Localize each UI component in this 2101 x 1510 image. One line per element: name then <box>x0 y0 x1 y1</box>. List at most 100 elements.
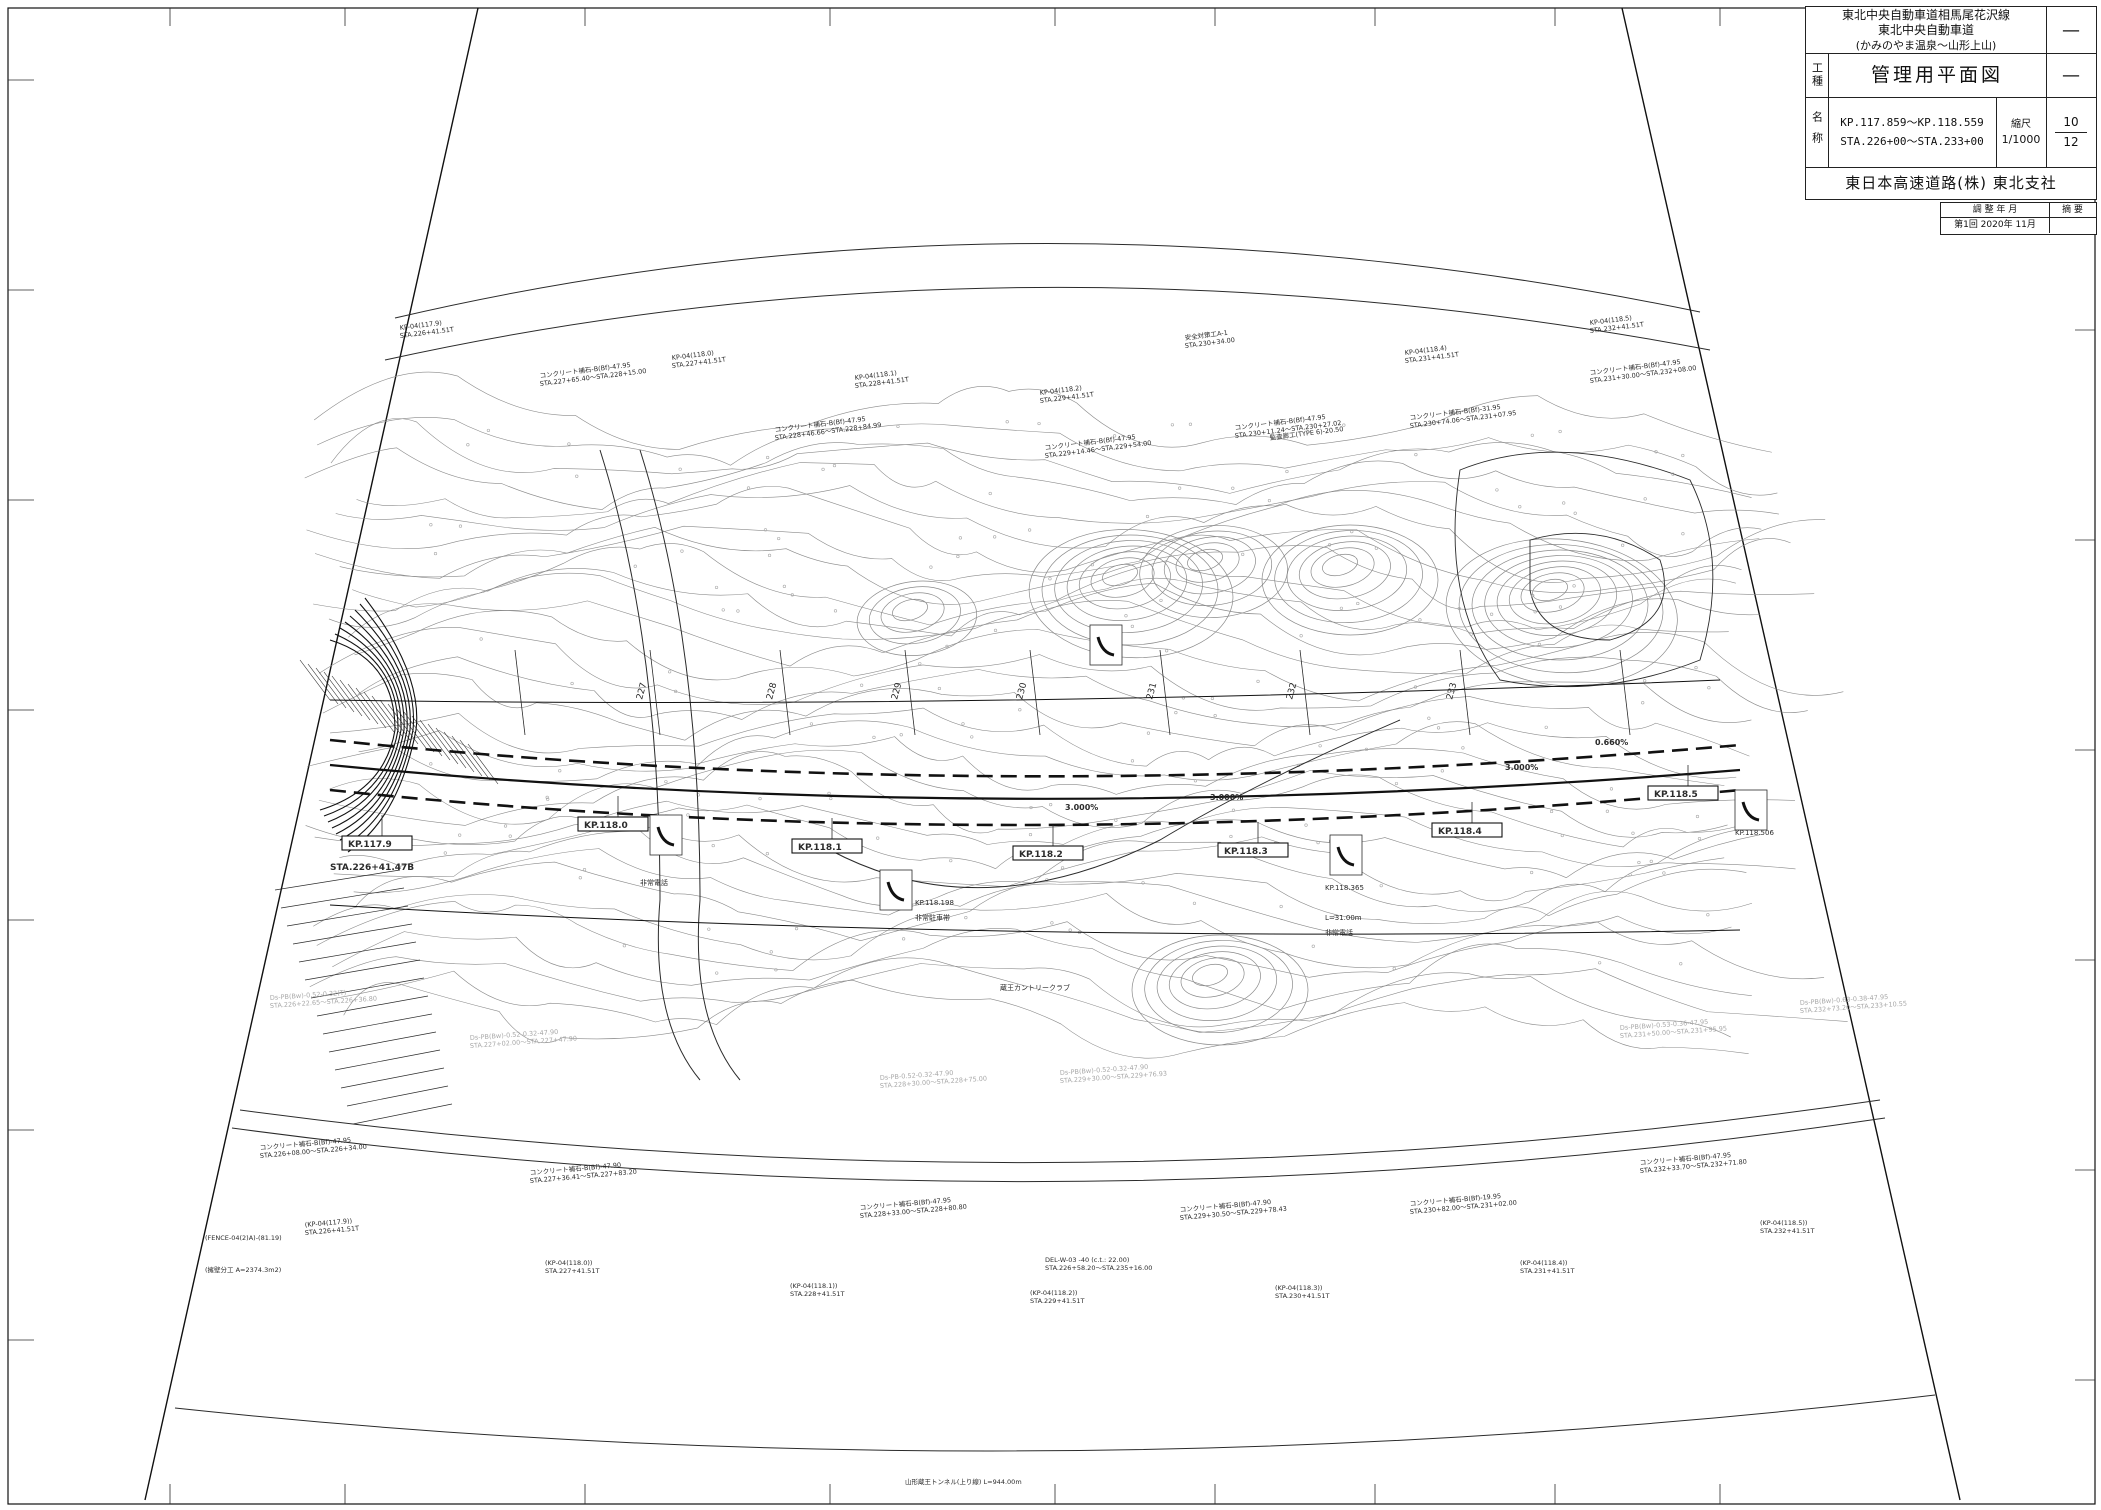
tree-symbol <box>1256 679 1260 683</box>
tree-symbol <box>1530 870 1534 875</box>
tree-symbol <box>1114 818 1118 822</box>
boundary-arc <box>174 1394 1936 1452</box>
hill-contour <box>1078 551 1171 610</box>
station-label: 229 <box>890 681 904 700</box>
tree-symbol <box>1193 779 1198 783</box>
tree-symbol <box>1641 701 1645 705</box>
contour-line <box>339 527 1742 610</box>
tree-symbol <box>1706 913 1710 917</box>
phone-icon <box>656 826 675 847</box>
hatch-line <box>451 735 483 777</box>
tree-symbol <box>443 851 447 855</box>
hatch-line <box>355 687 387 729</box>
tree-symbol <box>479 637 483 641</box>
contour-line <box>309 956 1848 1028</box>
bottom-annotation: STA.227+41.51T <box>545 1267 599 1275</box>
kp-sta-range: KP.117.859〜KP.118.559 STA.226+00〜STA.233… <box>1828 97 1997 168</box>
revision-date-header: 調 整 年 月 <box>1941 203 2050 218</box>
hatch-line <box>307 663 339 705</box>
bottom-annotation: STA.232+41.51T <box>1760 1227 1814 1235</box>
tree-symbol <box>769 950 773 954</box>
hill-contour <box>1532 578 1568 602</box>
contour-line <box>354 861 1753 943</box>
hatch-line <box>299 659 331 701</box>
tree-symbol <box>1141 881 1145 885</box>
hill-contour <box>880 592 945 633</box>
tree-symbol <box>466 443 470 447</box>
tree-symbol <box>1178 486 1182 490</box>
tree-symbol <box>546 797 550 801</box>
tree-symbol <box>433 551 438 556</box>
bottom-annotation: (KP-04(118.4)) <box>1520 1259 1567 1267</box>
interchange-ramp <box>347 597 418 853</box>
company-name: 東日本高速道路(株) 東北支社 <box>1845 173 2057 192</box>
tree-symbol <box>1090 563 1094 567</box>
hill-contour <box>1471 549 1649 661</box>
route-line-2: 東北中央自動車道 <box>1877 22 1974 37</box>
hill-contour <box>1187 548 1223 572</box>
contour-line <box>307 736 1796 810</box>
tree-symbol <box>458 524 463 528</box>
grade-label: 3.000% <box>1505 763 1538 772</box>
hill-contour <box>1274 530 1423 624</box>
hatch-line <box>427 723 459 765</box>
tree-symbol <box>945 644 949 648</box>
contour-line <box>319 627 1808 713</box>
contour-line <box>328 572 1760 656</box>
tree-symbol <box>1649 859 1653 864</box>
tree-symbol <box>1068 928 1072 932</box>
tree-symbol <box>827 791 831 795</box>
tree-symbol <box>1413 685 1418 689</box>
station-label: 233 <box>1445 682 1459 701</box>
hill-contour <box>1192 963 1228 987</box>
tree-symbol <box>1159 598 1163 603</box>
tree-symbol <box>1192 901 1197 905</box>
tree-symbol <box>958 536 962 540</box>
hatch-line <box>435 727 467 769</box>
contour-line <box>353 848 1747 925</box>
station-tick <box>514 649 526 736</box>
bottom-annotation: STA.226+58.20〜STA.235+16.00 <box>1045 1264 1152 1272</box>
facility-label: 蔵王カントリークラブ <box>1000 983 1070 992</box>
boundary-arc <box>384 286 1711 361</box>
tree-symbol <box>1631 831 1635 835</box>
tree-symbol <box>1267 499 1272 503</box>
tree-symbol <box>1170 423 1174 427</box>
hatch-line <box>323 671 355 713</box>
tree-symbol <box>1637 860 1641 865</box>
station-label: 227 <box>635 682 649 701</box>
tree-symbol <box>633 564 637 568</box>
bottom-annotation: STA.230+41.51T <box>1275 1292 1329 1300</box>
tree-symbol <box>486 428 491 433</box>
tree-symbol <box>1518 505 1522 509</box>
tree-symbol <box>902 937 906 941</box>
hatch-line <box>467 743 499 785</box>
facility-label: L=31.00m <box>1325 914 1362 922</box>
tree-symbol <box>1028 528 1032 532</box>
station-label: 230 <box>1015 681 1029 700</box>
hill-contour <box>1458 544 1664 674</box>
tree-symbol <box>582 867 587 872</box>
tree-symbol <box>1379 884 1383 888</box>
tree-symbol <box>1681 453 1685 458</box>
kp-box <box>1012 845 1084 861</box>
hill-contour <box>1041 534 1219 646</box>
contour-line <box>322 673 1750 757</box>
tree-symbol <box>1029 805 1033 810</box>
kp-box <box>341 835 413 851</box>
tree-symbol <box>1573 511 1577 515</box>
bottom-annotation: 山形蔵王トンネル(上り線) L=944.00m <box>905 1477 1022 1486</box>
tree-symbol <box>1544 725 1548 729</box>
tree-symbol <box>1671 472 1675 476</box>
hill-contour <box>1310 547 1375 588</box>
facility-label: 非常電話 <box>640 878 668 887</box>
interchange-ramp <box>323 633 399 817</box>
tree-symbol <box>758 797 762 801</box>
facility-label: 非常駐車帯 <box>915 913 950 922</box>
tree-symbol <box>1285 469 1289 474</box>
kp-range: KP.117.859〜KP.118.559 <box>1840 116 1984 129</box>
hill-contour <box>1151 530 1273 607</box>
revision-table: 調 整 年 月 摘 要 第1回 2020年 11月 <box>1940 202 2097 235</box>
tree-symbol <box>686 813 690 817</box>
phone-box <box>1089 624 1123 666</box>
